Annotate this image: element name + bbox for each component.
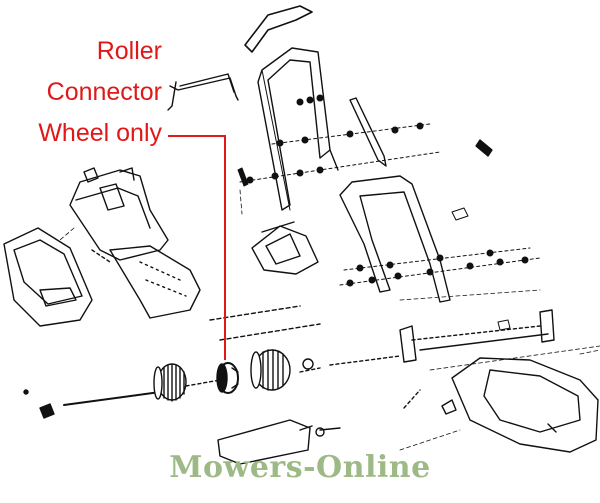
grass-box bbox=[3, 227, 93, 327]
callout-label-line-2: Connector bbox=[46, 78, 162, 106]
callout-leader-line bbox=[168, 135, 226, 360]
rear-flap bbox=[217, 419, 341, 465]
grass-catcher-bag bbox=[91, 245, 201, 319]
callout-label-line-1: Roller bbox=[96, 37, 162, 65]
assembly-guides bbox=[59, 189, 600, 451]
watermark-logo: Mowers-Online bbox=[169, 450, 431, 485]
rear-roller-right bbox=[250, 349, 314, 391]
handle-fasteners-upper bbox=[237, 94, 441, 187]
lower-handle bbox=[339, 175, 451, 303]
roller-connector-wheel bbox=[216, 362, 239, 394]
mower-deck bbox=[403, 357, 599, 453]
height-adjust-brackets bbox=[399, 309, 555, 363]
drive-lever bbox=[349, 97, 493, 167]
rear-roller-left bbox=[153, 363, 187, 402]
grass-catcher-top bbox=[69, 167, 169, 261]
axle-nut bbox=[23, 389, 55, 419]
upper-handle bbox=[244, 5, 339, 211]
handle-fasteners-lower bbox=[339, 207, 541, 331]
engine-cover bbox=[251, 221, 319, 275]
handle-cable-bar bbox=[167, 73, 239, 111]
callout-label-line-3: Wheel only bbox=[38, 119, 162, 147]
